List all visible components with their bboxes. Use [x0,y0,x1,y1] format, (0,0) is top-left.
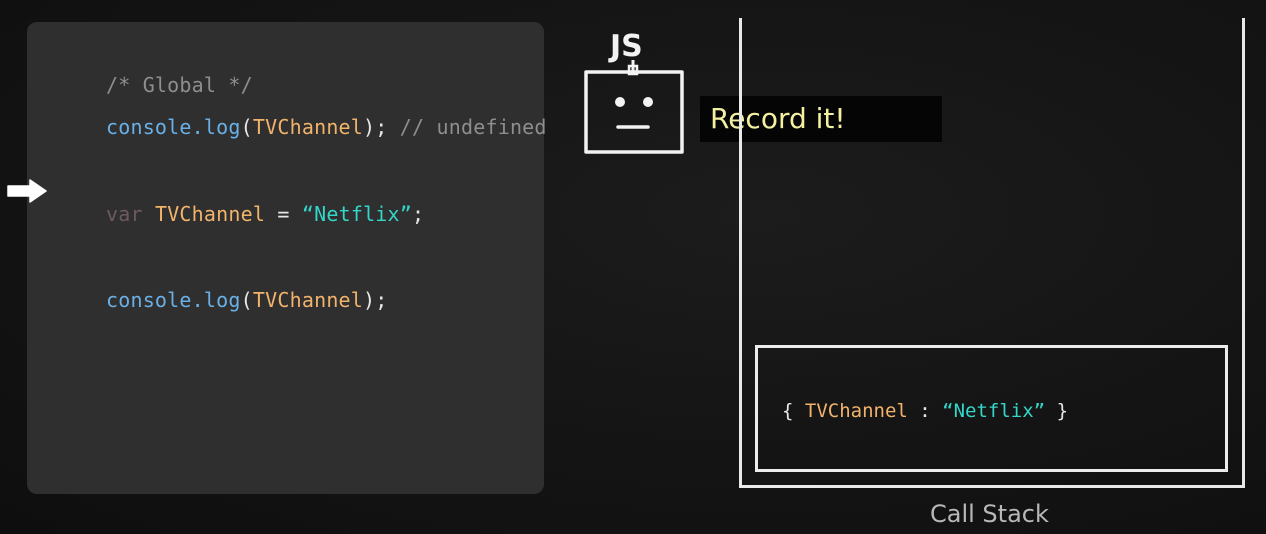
engine-label: JS [608,29,643,64]
identifier-tvchannel: TVChannel [252,288,364,312]
code-line-global-comment: /* Global */ [57,49,253,121]
js-engine-robot-icon: JS [584,29,684,154]
console-log-call: console.log [105,115,241,139]
assign-operator: = [265,202,302,226]
open-paren: ( [240,115,253,139]
close-paren: ); [363,288,388,312]
code-line-var-declaration: var TVChannel = “Netflix”; [57,178,424,250]
keyword-var: var [105,202,143,226]
speech-bubble: Record it! [700,96,942,142]
comment-undefined: // undefined [387,115,547,139]
code-line-console-log-1: console.log(TVChannel); // undefined [57,91,547,163]
call-stack-right-wall [1242,18,1245,488]
string-netflix: “Netflix” [301,202,413,226]
frame-separator: : [907,400,943,422]
code-panel: /* Global */ console.log(TVChannel); // … [27,22,547,494]
current-line-arrow-icon [7,179,47,203]
comment-global: /* Global */ [105,73,253,97]
close-paren: ); [363,115,388,139]
frame-key: TVChannel [804,400,908,422]
call-stack-left-wall [739,18,742,488]
global-execution-frame: { TVChannel : “Netflix” } [755,345,1228,472]
frame-value: “Netflix” [942,400,1046,422]
call-stack-bottom-wall [739,485,1245,488]
code-line-console-log-2: console.log(TVChannel); [57,264,388,336]
frame-contents: { TVChannel : “Netflix” } [782,400,1068,422]
frame-close-brace: } [1045,400,1069,422]
semicolon: ; [412,202,425,226]
open-paren: ( [240,288,253,312]
call-stack-label: Call Stack [930,500,1049,528]
identifier-tvchannel: TVChannel [252,115,364,139]
frame-open-brace: { [782,400,805,422]
console-log-call: console.log [105,288,241,312]
identifier-tvchannel: TVChannel [154,202,266,226]
